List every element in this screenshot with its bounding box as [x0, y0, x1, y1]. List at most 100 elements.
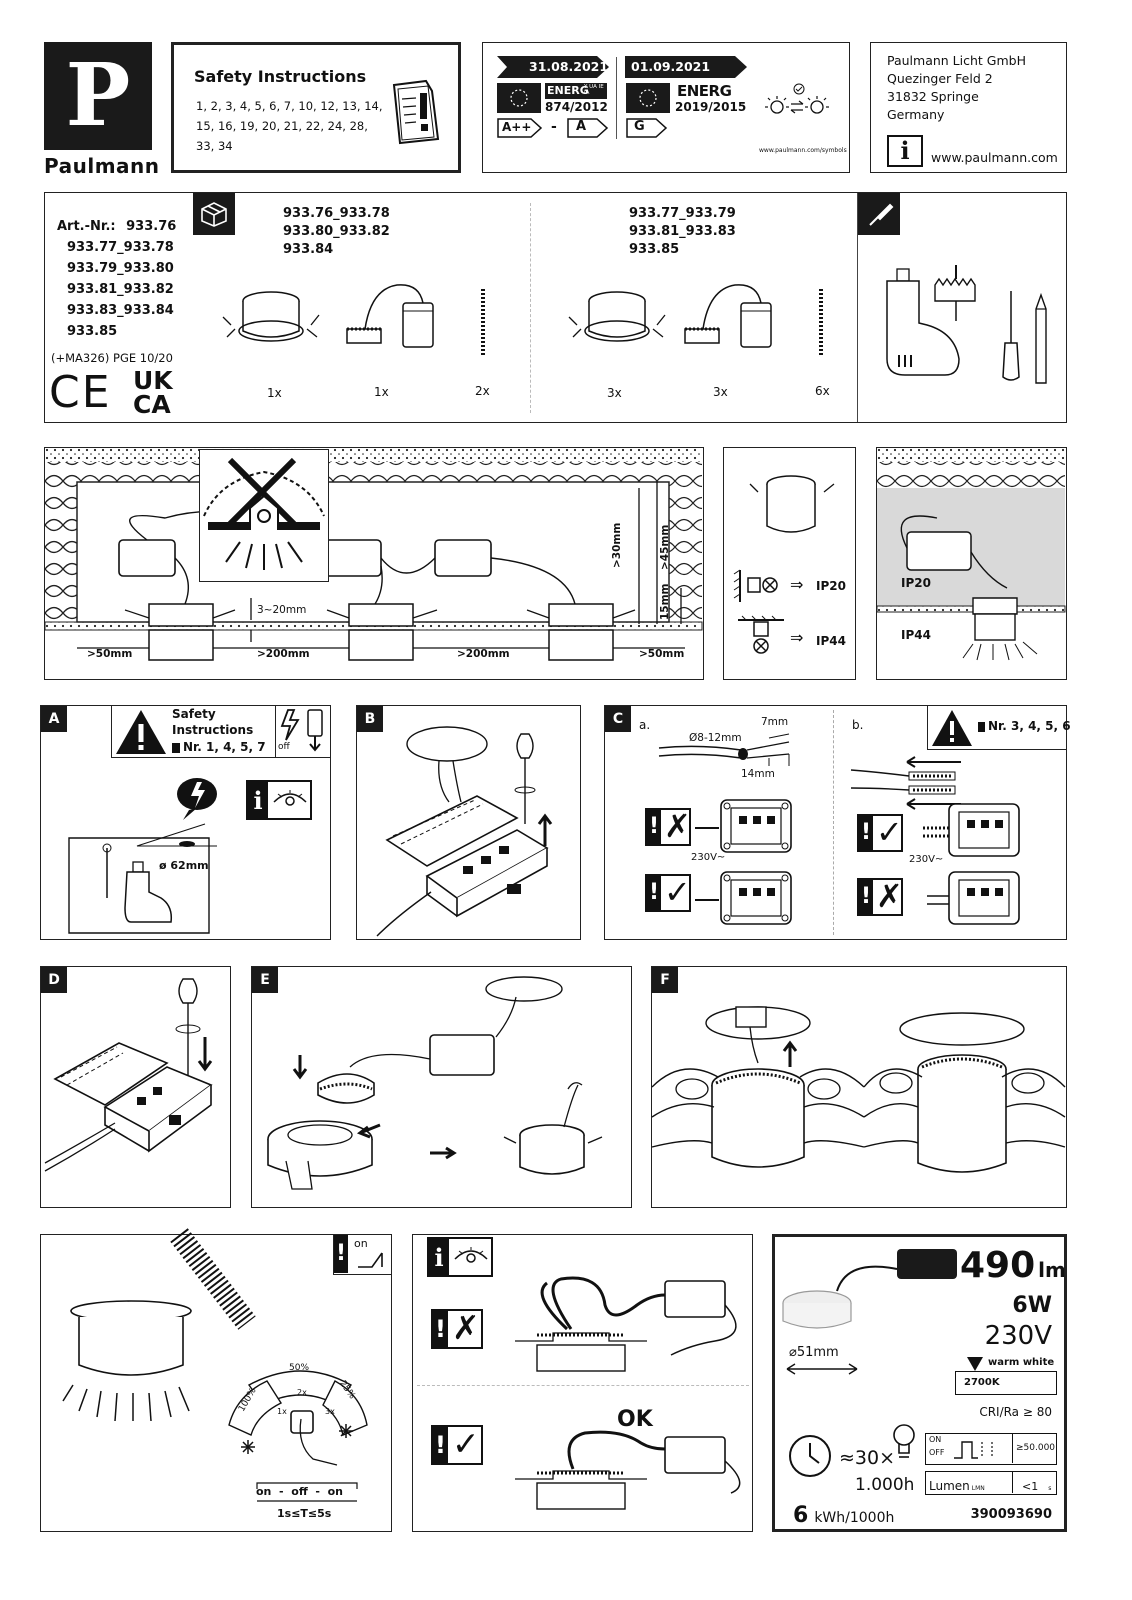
clock-icon [789, 1435, 831, 1477]
art-line-5: 933.85 [67, 324, 118, 339]
depth-30: >30mm [611, 522, 623, 568]
dimmer-panel: ! on 50% 100% 25% 1x 2x 3x on - off - on… [40, 1228, 392, 1532]
panel-e-tag: E [252, 967, 278, 993]
no-insulation-cover-warning [199, 449, 329, 582]
terminal-box-wrong-drawing [695, 799, 792, 853]
art-line-4: 933.83_933.84 [67, 303, 174, 318]
energ-old-suffix: Y UA IE IA [584, 84, 604, 96]
set1-qty-1: 1x [267, 386, 282, 400]
article-label: Art.-Nr.: 933.76 [57, 219, 176, 234]
panel-c-tag: C [605, 706, 631, 732]
drill-drawing [886, 268, 960, 376]
ce-mark: CE [49, 367, 112, 418]
strip-14: 14mm [741, 768, 775, 780]
info-letter: i [900, 136, 910, 165]
power-off-header: off [276, 706, 331, 758]
ip-ceiling-box: IP20 IP44 [876, 447, 1067, 680]
cri-value: CRI/Ra ≥ 80 [979, 1405, 1052, 1419]
wrong-badge-b: ! ✗ [857, 877, 903, 916]
cross-icon-2: ✗ [876, 877, 903, 915]
book-icon [172, 743, 180, 753]
eye-icon-2 [454, 1247, 488, 1263]
switch-cycles-box: ON OFF ≥50.000 [925, 1433, 1057, 1465]
safety-numbers-1: 1, 2, 3, 4, 5, 6, 7, 10, 12, 13, 14, [196, 99, 383, 113]
ip20-label-b: IP20 [901, 576, 931, 590]
lightning-bubble-icon [177, 778, 217, 820]
set2-num-1: 933.77_933.79 [629, 206, 736, 221]
art-line-2: 933.79_933.80 [67, 261, 174, 276]
driver-drawing-2 [684, 284, 772, 348]
energ-new: ENERG [677, 82, 732, 100]
exclamation-tile: ! [647, 810, 661, 844]
close-terminal-box-drawing [44, 978, 213, 1172]
arrow-right-icon: ⇒ [790, 575, 804, 594]
class-new: G [634, 119, 645, 134]
panel-a-tag: A [41, 706, 67, 732]
ceiling-lamp-ip44-icon [738, 615, 784, 654]
warning-triangle-icon-c [932, 710, 972, 746]
arrow-right-icon-2: ⇒ [790, 628, 804, 647]
ma-pge: (+MA326) PGE 10/20 [51, 351, 173, 365]
art-line-3: 933.81_933.82 [67, 282, 174, 297]
document-warning-icon [392, 79, 440, 145]
book-icon-c [978, 722, 985, 732]
warning-triangle-icon [116, 710, 166, 754]
switch-divider [1012, 1434, 1013, 1463]
volt-value: 230V [984, 1321, 1052, 1351]
cct-value: 2700K [964, 1377, 1000, 1388]
date-old: 31.08.2021 [529, 59, 609, 74]
energy-arrow-new [625, 56, 747, 78]
panel-b-tag: B [357, 706, 383, 732]
class-dash: - [551, 119, 557, 135]
eu-flag-new [626, 83, 670, 113]
ok-label: OK [617, 1407, 653, 1432]
press-1x: 1x [277, 1407, 287, 1416]
company-name: Paulmann Licht GmbH [887, 53, 1026, 68]
right-badge-c: ! ✓ [431, 1424, 483, 1465]
panel-e: E [251, 966, 632, 1208]
art-line-1: 933.77_933.78 [67, 240, 174, 255]
set1-num-3: 933.84 [283, 242, 334, 257]
right-cable-drawing [515, 1430, 741, 1510]
wall-lamp-ip20-icon [733, 569, 778, 602]
timing: 1s≤T≤5s [277, 1507, 332, 1520]
ip20-label: IP20 [816, 579, 846, 593]
safety-title: Safety Instructions [194, 67, 367, 86]
kwh-unit: kWh/1000h [814, 1510, 895, 1526]
dist-mid-2: >200mm [457, 648, 510, 660]
on-off-sequence: on - off - on [256, 1485, 344, 1498]
lumen-lt-value: <1 [1022, 1480, 1039, 1493]
set2-num-2: 933.81_933.83 [629, 224, 736, 239]
set2-num-3: 933.85 [629, 242, 680, 257]
ceiling-insulation-pattern [44, 448, 703, 661]
watt-value: 6W [1012, 1293, 1052, 1318]
tools-icon-tile [858, 193, 900, 235]
ip44-label: IP44 [816, 634, 846, 648]
energ-old: ENERG [547, 84, 589, 97]
warning-header-c: Nr. 3, 4, 5, 6 [927, 706, 1071, 750]
insert-downlight-drawing [651, 1006, 1066, 1173]
screwdriver-drawing [1002, 291, 1020, 381]
power-on-header: ! on [333, 1235, 391, 1275]
set1-qty-2: 1x [374, 385, 389, 399]
lumen-divider [1012, 1472, 1013, 1493]
exclamation-tile-5: ! [334, 1235, 348, 1273]
on-label: on [354, 1237, 368, 1250]
panel-d: D [40, 966, 231, 1208]
terminal-box-ferrule-drawing [923, 803, 1020, 857]
pct-50: 50% [289, 1363, 310, 1373]
wire-ferrule-drawing [850, 756, 961, 810]
info-eye-icon: i [246, 780, 312, 820]
downlight-drawing-2 [568, 291, 666, 342]
cable-strip-drawing [658, 733, 790, 766]
divider-line [616, 57, 617, 139]
dist-mid-1: >200mm [257, 648, 310, 660]
reg-new: 2019/2015 [675, 100, 747, 114]
exclamation-tile-7: ! [433, 1427, 448, 1463]
company-address-box: Paulmann Licht GmbH Quezinger Feld 2 318… [870, 42, 1067, 173]
ip-rating-box: ⇒ IP20 ⇒ IP44 [723, 447, 856, 680]
box-icon-tile [193, 193, 235, 235]
